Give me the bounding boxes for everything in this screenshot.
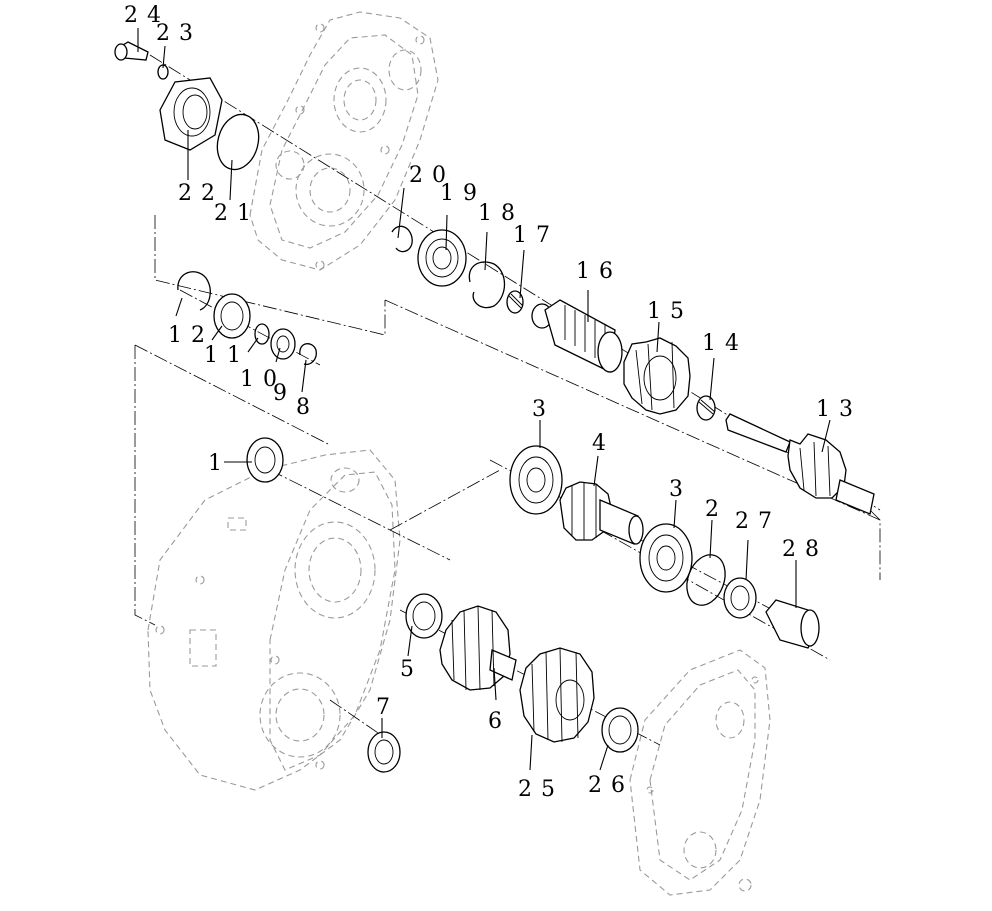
- callout-18: 18: [478, 201, 524, 226]
- needle-bearing-part-14: [696, 395, 716, 421]
- callout-2: 2: [705, 497, 728, 522]
- callout-5: 5: [400, 657, 423, 682]
- callout-26: 26: [588, 773, 634, 798]
- callout-28: 28: [782, 537, 828, 562]
- upper-housing-phantom: [249, 11, 439, 271]
- callout-13: 13: [816, 397, 862, 422]
- spacer-part-27: [723, 577, 757, 619]
- spacer-part-10: [270, 328, 296, 360]
- seal-part-1: [246, 437, 284, 483]
- callout-19: 19: [440, 181, 486, 206]
- gear-part-6: [439, 605, 517, 691]
- seal-part-7: [367, 731, 401, 773]
- gear-shaft-part-4: [559, 481, 644, 545]
- callout-17: 17: [513, 223, 559, 248]
- callout-22: 22: [178, 181, 224, 206]
- spline-shaft-part-16: [531, 299, 623, 373]
- snap-ring-part-12: [177, 271, 211, 311]
- callout-20: 20: [409, 163, 455, 188]
- callout-8: 8: [296, 395, 319, 420]
- snap-ring-part-20: [391, 225, 413, 253]
- callout-labels: 24 23 22 21 20 19 18 17 16 15 14 13 12 1…: [124, 3, 862, 802]
- callout-27: 27: [735, 509, 781, 534]
- callout-24: 24: [124, 3, 170, 28]
- callout-14: 14: [702, 331, 748, 356]
- bolt-part-24: [114, 41, 149, 61]
- callout-12: 12: [168, 323, 214, 348]
- o-ring-part-21: [216, 113, 260, 171]
- callout-21: 21: [214, 201, 260, 226]
- callout-9: 9: [273, 381, 296, 406]
- o-ring-part-11b: [254, 323, 270, 345]
- callout-23: 23: [156, 21, 202, 46]
- snap-ring-part-8: [299, 343, 317, 366]
- right-cover-phantom: [629, 649, 771, 896]
- callout-7: 7: [376, 695, 399, 720]
- callout-3-lower: 3: [669, 477, 692, 502]
- snap-ring-part-18: [468, 261, 506, 309]
- bearing-part-5: [405, 593, 443, 639]
- bearing-part-19: [417, 229, 467, 287]
- centerlines: [149, 54, 881, 749]
- callout-25: 25: [518, 777, 564, 802]
- bearing-part-11: [213, 293, 251, 339]
- leader-lines: [137, 28, 831, 771]
- callout-15: 15: [647, 299, 693, 324]
- flange-part-22: [159, 77, 223, 151]
- gear-part-15: [623, 337, 691, 415]
- lower-housing-phantom: [147, 449, 401, 791]
- callout-16: 16: [576, 259, 622, 284]
- snap-ring-part-2: [686, 554, 726, 606]
- callout-6: 6: [488, 709, 511, 734]
- reference-lines: [134, 215, 881, 661]
- gear-part-25: [519, 647, 595, 743]
- bearing-part-3b: [639, 523, 693, 593]
- callout-4: 4: [592, 431, 615, 456]
- cap-part-28: [765, 599, 820, 649]
- callout-1: 1: [208, 451, 231, 476]
- bearing-part-3a: [509, 445, 563, 515]
- needle-bearing-part-17: [506, 290, 524, 314]
- callout-3-upper: 3: [532, 397, 555, 422]
- pinion-shaft-part-13: [725, 413, 875, 515]
- callout-10: 10: [240, 367, 286, 392]
- bearing-part-26: [601, 707, 639, 753]
- callout-11: 11: [204, 343, 250, 368]
